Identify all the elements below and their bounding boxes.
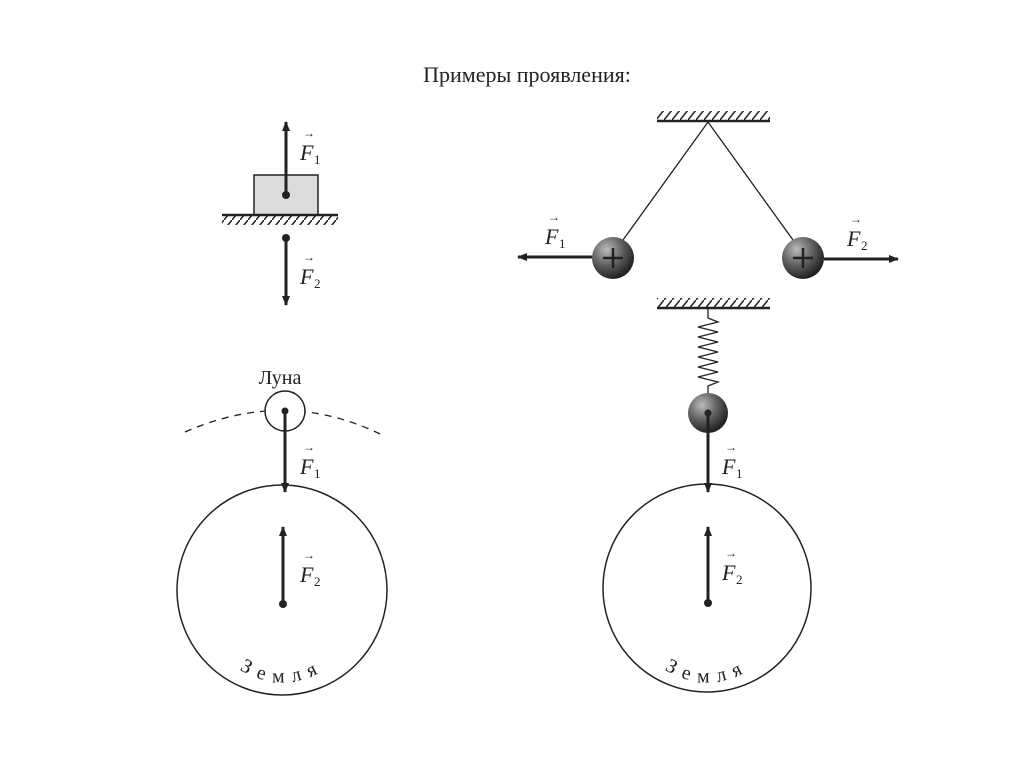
svg-text:→: → [303,440,315,454]
svg-text:1: 1 [559,236,566,251]
earth-circle [176,484,388,696]
moon-orbit [184,409,381,435]
svg-text:F: F [846,226,861,251]
svg-text:F: F [299,264,314,289]
earth-circle [602,483,812,693]
svg-text:F: F [299,454,314,479]
svg-text:1: 1 [314,466,321,481]
svg-text:2: 2 [314,574,321,589]
plus-icon [603,248,813,268]
svg-text:→: → [725,546,737,560]
support-hatching [222,216,338,225]
svg-text:→: → [850,212,862,226]
svg-text:F: F [299,562,314,587]
svg-text:2: 2 [314,276,321,291]
svg-text:2: 2 [861,238,868,253]
svg-text:1: 1 [314,152,321,167]
svg-text:→: → [725,440,737,454]
svg-text:1: 1 [736,466,743,481]
spring [697,309,721,393]
svg-text:→: → [303,250,315,264]
title: Примеры проявления: [423,62,631,87]
svg-text:F: F [721,560,736,585]
svg-text:→: → [303,126,315,140]
moon-label: Луна [259,367,302,389]
svg-text:F: F [544,224,559,249]
svg-text:→: → [303,548,315,562]
svg-text:F: F [299,140,314,165]
earth-label: Земля [237,655,327,688]
svg-text:2: 2 [736,572,743,587]
svg-text:→: → [548,210,560,224]
svg-text:F: F [721,454,736,479]
earth-label: Земля [662,655,752,688]
